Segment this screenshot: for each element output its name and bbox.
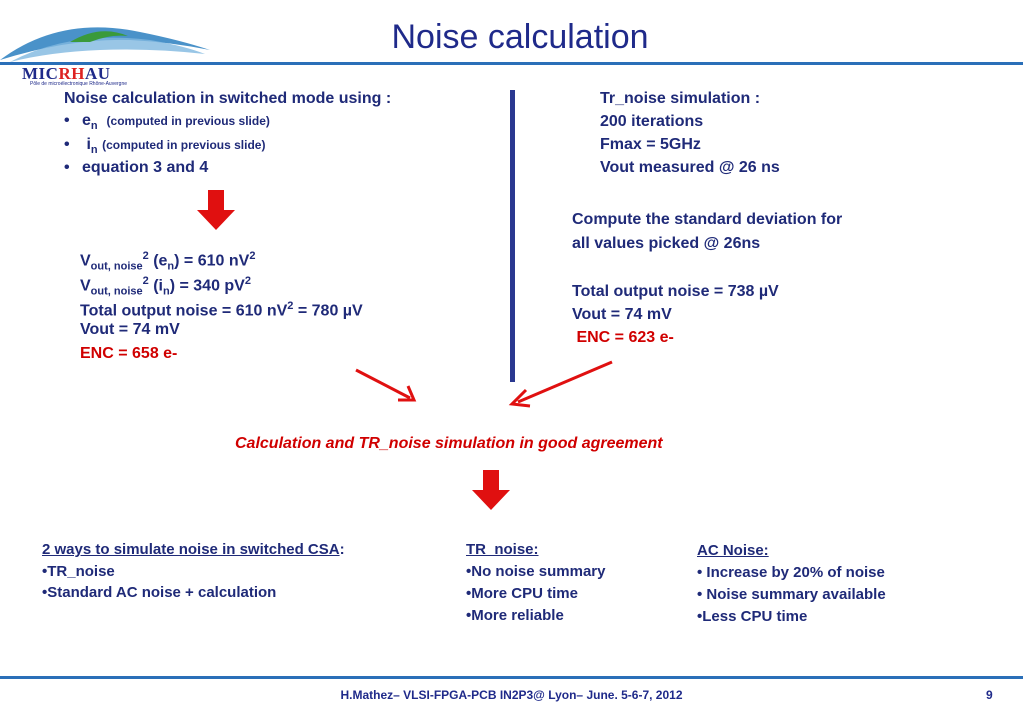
- result-total-noise: Total output noise = 610 nV2 = 780 µV: [80, 300, 363, 320]
- result-enc-calc: ENC = 658 e-: [80, 345, 178, 362]
- left-heading: Noise calculation in switched mode using…: [64, 90, 392, 107]
- footer-text: H.Mathez– VLSI-FPGA-PCB IN2P3@ Lyon– Jun…: [340, 688, 683, 702]
- trnoise-heading: TR_noise:: [466, 541, 539, 558]
- sim-line-2: 200 iterations: [600, 113, 704, 130]
- left-item-en: •en (computed in previous slide): [64, 112, 270, 133]
- converging-arrows: [355, 360, 613, 408]
- left-item-equation: •equation 3 and 4: [64, 159, 209, 176]
- left-diagonal-arrow-icon: [355, 368, 411, 400]
- sim-vout: Vout = 74 mV: [572, 306, 672, 323]
- ways-item-2: •Standard AC noise + calculation: [42, 584, 277, 601]
- down-arrow-icon: [197, 190, 235, 230]
- acnoise-heading: AC Noise:: [697, 542, 769, 559]
- acnoise-item-3: •Less CPU time: [697, 608, 808, 625]
- bottom-divider: [0, 676, 1023, 679]
- result-line-en: Vout, noise2 (en) = 610 nV2: [80, 250, 256, 273]
- top-divider: [0, 62, 1023, 65]
- column-separator: [510, 90, 515, 382]
- result-enc-sim: ENC = 623 e-: [572, 329, 674, 346]
- acnoise-item-1: • Increase by 20% of noise: [697, 564, 885, 581]
- trnoise-item-2: •More CPU time: [466, 585, 578, 602]
- right-diagonal-arrow-icon: [517, 360, 613, 404]
- sim-line-4: Vout measured @ 26 ns: [600, 159, 780, 176]
- compute-line-1: Compute the standard deviation for: [572, 211, 843, 228]
- trnoise-item-1: •No noise summary: [466, 563, 606, 580]
- logo-subtitle: Pôle de microélectronique Rhône-Auvergne: [30, 81, 128, 87]
- page-number: 9: [986, 688, 993, 702]
- logo-text: MICRHAU: [22, 64, 111, 83]
- result-vout: Vout = 74 mV: [80, 321, 180, 338]
- agreement-statement: Calculation and TR_noise simulation in g…: [235, 435, 663, 452]
- result-line-in: Vout, noise2 (in) = 340 pV2: [80, 275, 251, 298]
- trnoise-item-3: •More reliable: [466, 607, 564, 624]
- compute-line-2: all values picked @ 26ns: [572, 235, 761, 252]
- ways-item-1: •TR_noise: [42, 563, 115, 580]
- down-arrow-icon: [472, 470, 510, 510]
- sim-line-3: Fmax = 5GHz: [600, 136, 701, 153]
- left-item-in: • in (computed in previous slide): [64, 136, 266, 157]
- micrhau-logo: [0, 27, 210, 62]
- ways-heading: 2 ways to simulate noise in switched CSA…: [42, 541, 345, 558]
- page-title: Noise calculation: [391, 18, 649, 56]
- sim-line-1: Tr_noise simulation :: [600, 90, 761, 107]
- acnoise-item-2: • Noise summary available: [697, 586, 886, 603]
- sim-total-noise: Total output noise = 738 µV: [572, 283, 779, 300]
